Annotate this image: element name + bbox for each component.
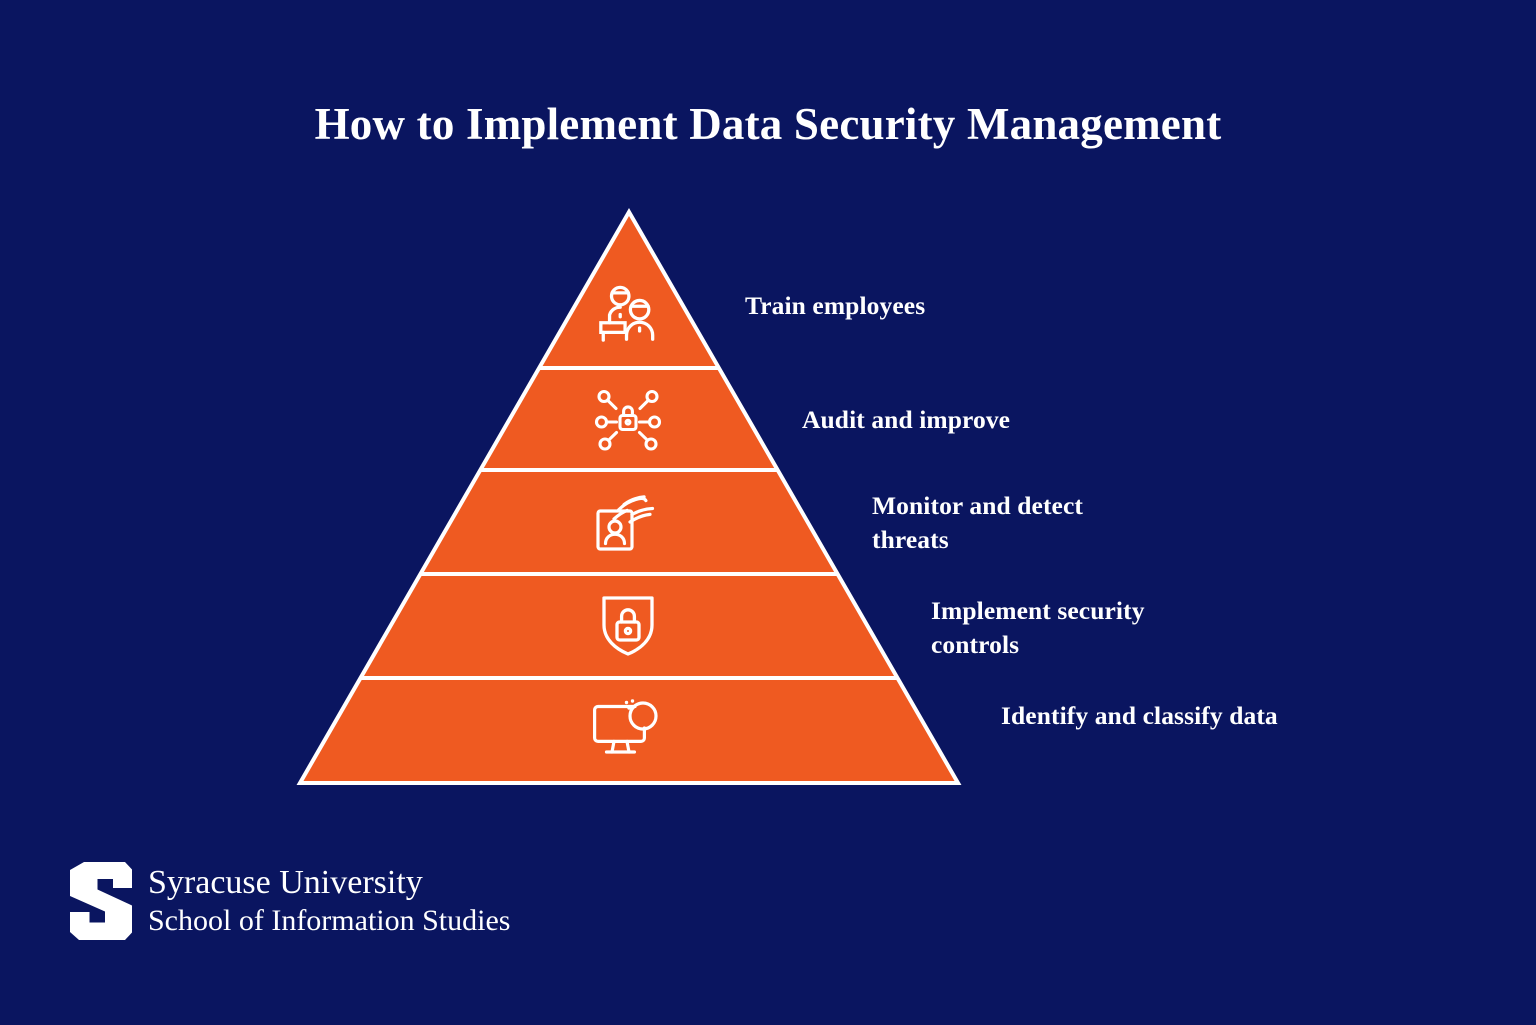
- syracuse-logo-lockup: Syracuse University School of Informatio…: [70, 862, 510, 940]
- pyramid-diagram: [290, 202, 970, 802]
- logo-school-name: School of Information Studies: [148, 904, 511, 937]
- shield-lock-icon: [599, 592, 657, 658]
- training-people-icon: [596, 283, 658, 345]
- lock-network-audit-icon: [594, 386, 662, 452]
- pyramid-svg: [290, 207, 970, 788]
- logo-text-block: Syracuse University School of Informatio…: [148, 863, 510, 939]
- tier-band-4[interactable]: [290, 678, 970, 788]
- tier-label-train-employees: Train employees: [745, 291, 926, 320]
- tier-label-monitor-and-detect-threats: Monitor and detect threats: [872, 491, 1083, 554]
- monitor-magnifier-icon: [591, 698, 665, 760]
- tier-label-identify-and-classify-data: Identify and classify data: [1001, 701, 1278, 730]
- page-title: How to Implement Data Security Managemen…: [314, 99, 1222, 149]
- syracuse-block-s-icon: [70, 862, 132, 940]
- tier-label-implement-security-controls: Implement security controls: [931, 596, 1145, 659]
- hand-id-badge-icon: [592, 489, 662, 553]
- pyramid-outline: [296, 207, 962, 785]
- tier-label-audit-and-improve: Audit and improve: [802, 405, 1011, 434]
- logo-university-name: Syracuse University: [148, 864, 423, 901]
